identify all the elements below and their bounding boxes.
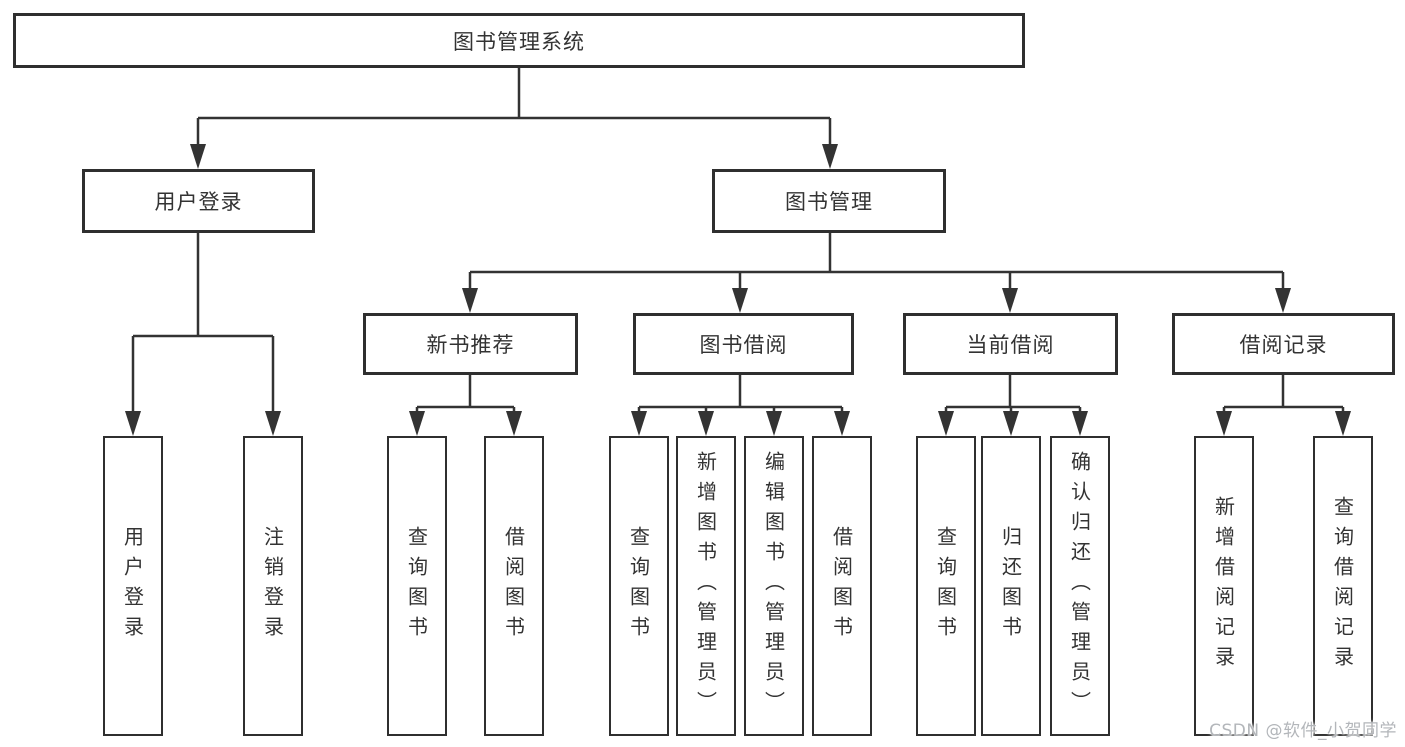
node-new-book-recommend: 新书推荐 bbox=[363, 313, 578, 375]
node-root: 图书管理系统 bbox=[13, 13, 1025, 68]
leaf-add-borrow-record: 新增借阅记录 bbox=[1194, 436, 1254, 736]
leaf-recommend-query-books: 查询图书 bbox=[387, 436, 447, 736]
leaf-add-books-admin: 新增图书（管理员） bbox=[676, 436, 736, 736]
leaf-borrow-query-books: 查询图书 bbox=[609, 436, 669, 736]
leaf-edit-books-admin: 编辑图书（管理员） bbox=[744, 436, 804, 736]
node-book-management: 图书管理 bbox=[712, 169, 946, 233]
arrowheads bbox=[125, 144, 1351, 436]
leaf-recommend-borrow-books: 借阅图书 bbox=[484, 436, 544, 736]
node-user-login: 用户登录 bbox=[82, 169, 315, 233]
leaf-borrow-books: 借阅图书 bbox=[812, 436, 872, 736]
node-borrow-records: 借阅记录 bbox=[1172, 313, 1395, 375]
leaf-return-books: 归还图书 bbox=[981, 436, 1041, 736]
leaf-logout: 注销登录 bbox=[243, 436, 303, 736]
leaf-query-borrow-record: 查询借阅记录 bbox=[1313, 436, 1373, 736]
node-current-borrow: 当前借阅 bbox=[903, 313, 1118, 375]
watermark: CSDN @软件_小贺同学 bbox=[1209, 721, 1397, 741]
leaf-current-query-books: 查询图书 bbox=[916, 436, 976, 736]
leaf-confirm-return-admin: 确认归还（管理员） bbox=[1050, 436, 1110, 736]
node-book-borrow: 图书借阅 bbox=[633, 313, 854, 375]
leaf-user-login: 用户登录 bbox=[103, 436, 163, 736]
